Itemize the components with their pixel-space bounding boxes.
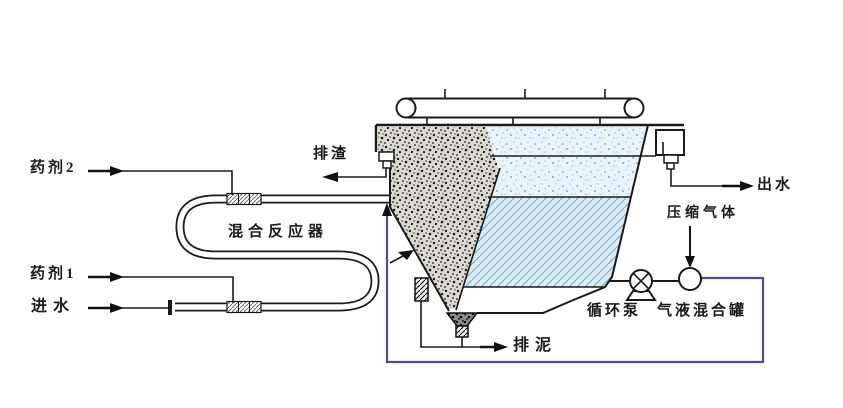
outlet-fitting	[663, 154, 679, 164]
label-outlet: 出水	[757, 177, 794, 193]
static-mixer-bottom	[226, 300, 262, 314]
label-circulation-pump: 循环泵	[587, 303, 642, 319]
scraper-conveyor	[395, 89, 645, 125]
outlet-line	[670, 169, 754, 191]
label-chemical-2: 药剂2	[30, 160, 77, 176]
recycle-up-arrow-icon	[382, 203, 392, 216]
label-gas-liquid-tank: 气液混合罐	[657, 303, 748, 319]
scum-sludge-zone	[378, 127, 499, 309]
sludge-arrow-icon	[494, 342, 508, 352]
label-sludge-discharge: 排泥	[513, 337, 558, 354]
chemical2-arrow-icon	[110, 166, 124, 176]
label-compressed-gas: 压缩气体	[667, 206, 739, 221]
conveyor-roller-left	[395, 97, 417, 119]
feed-lines	[88, 166, 234, 313]
inlet-arrow-icon	[110, 303, 124, 313]
pipe-end-cap	[168, 300, 172, 315]
compressed-gas-arrow-icon	[685, 256, 695, 268]
inclined-plate-zone	[463, 197, 631, 287]
recycle-pipeline	[382, 203, 765, 364]
gas-liquid-mixing-tank-symbol	[678, 267, 702, 291]
outlet-arrow-icon	[740, 181, 754, 191]
scum-fitting	[378, 151, 395, 162]
sludge-hopper	[414, 277, 508, 352]
label-mixing-reactor: 混合反应器	[228, 224, 329, 240]
release-arrow-icon	[398, 250, 414, 260]
outlet-weir-box	[655, 129, 685, 156]
wall-drain-valve	[414, 277, 429, 302]
scum-discharge-line	[322, 168, 387, 182]
recycle-equipment	[609, 226, 702, 301]
label-scum-discharge: 排渣	[313, 146, 350, 162]
circulation-pump-symbol	[625, 269, 657, 301]
serpentine-mixer-pipe	[168, 192, 389, 315]
label-inlet: 进水	[31, 298, 76, 315]
flotation-tank	[374, 123, 685, 314]
static-mixer-top	[226, 192, 262, 206]
label-chemical-1: 药剂1	[30, 266, 77, 282]
scum-arrow-icon	[322, 172, 338, 182]
conveyor-roller-right	[623, 97, 645, 119]
chemical1-arrow-icon	[110, 272, 124, 282]
hopper-valve	[455, 325, 469, 338]
